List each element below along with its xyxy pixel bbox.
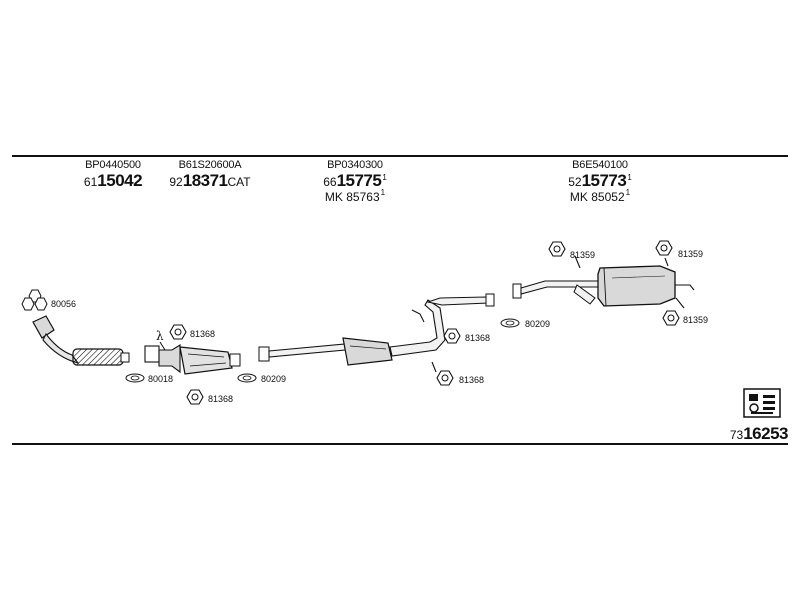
part-number: 52157731 — [568, 170, 632, 190]
lambda-sensor-icon: λ — [156, 329, 164, 343]
gasket-icon[interactable] — [500, 318, 520, 328]
gasket-icon[interactable] — [125, 373, 145, 383]
label-80018: 80018 — [148, 374, 173, 384]
label-81359-1: 81359 — [570, 250, 595, 260]
part-number: 9218371CAT — [169, 170, 251, 190]
rubber-hanger-icon[interactable] — [186, 389, 204, 405]
front-pipe[interactable] — [32, 315, 130, 366]
label-81359-2: 81359 — [678, 249, 703, 259]
oe-number: B6E540100 — [572, 159, 628, 171]
label-80209-rear: 80209 — [525, 319, 550, 329]
label-80209-cat: 80209 — [261, 374, 286, 384]
label-81368-top: 81368 — [190, 329, 215, 339]
rubber-hanger-icon[interactable] — [169, 324, 187, 340]
label-81368-mid2: 81368 — [459, 375, 484, 385]
label-80056: 80056 — [51, 299, 76, 309]
part-number: 66157751 — [323, 170, 387, 190]
part-catalyst[interactable]: B61S20600A 9218371CAT — [155, 159, 265, 190]
label-81368-mid1: 81368 — [465, 333, 490, 343]
ring-clamp-icon[interactable] — [21, 289, 48, 311]
catalyst[interactable] — [144, 344, 241, 375]
part-front-pipe[interactable]: BP0440500 6115042 — [68, 159, 158, 190]
reference-book-icon[interactable] — [743, 388, 781, 418]
bottom-divider — [12, 443, 788, 445]
mk-number: MK 857631 — [324, 188, 386, 205]
oe-number: B61S20600A — [178, 159, 242, 171]
mk-number: MK 850521 — [569, 188, 631, 205]
rear-silencer[interactable] — [512, 255, 695, 309]
rubber-hanger-icon[interactable] — [548, 241, 566, 257]
part-rear-silencer[interactable]: B6E540100 52157731 MK 850521 — [545, 159, 655, 205]
label-81359-3: 81359 — [683, 315, 708, 325]
rubber-hanger-icon[interactable] — [436, 370, 454, 386]
rubber-hanger-icon[interactable] — [443, 328, 461, 344]
top-divider — [12, 155, 788, 157]
oe-number: BP0440500 — [85, 159, 141, 171]
set-number: 7316253 — [729, 424, 789, 443]
part-middle-silencer[interactable]: BP0340300 66157751 MK 857631 — [300, 159, 410, 205]
rubber-hanger-icon[interactable] — [662, 310, 680, 326]
gasket-icon[interactable] — [237, 373, 257, 383]
rubber-hanger-icon[interactable] — [655, 240, 673, 256]
lambda-sensor-lead — [159, 341, 166, 351]
oe-number: BP0340300 — [327, 159, 383, 171]
label-81368-bottom: 81368 — [208, 394, 233, 404]
part-number: 6115042 — [83, 170, 143, 190]
middle-silencer[interactable] — [258, 293, 495, 373]
